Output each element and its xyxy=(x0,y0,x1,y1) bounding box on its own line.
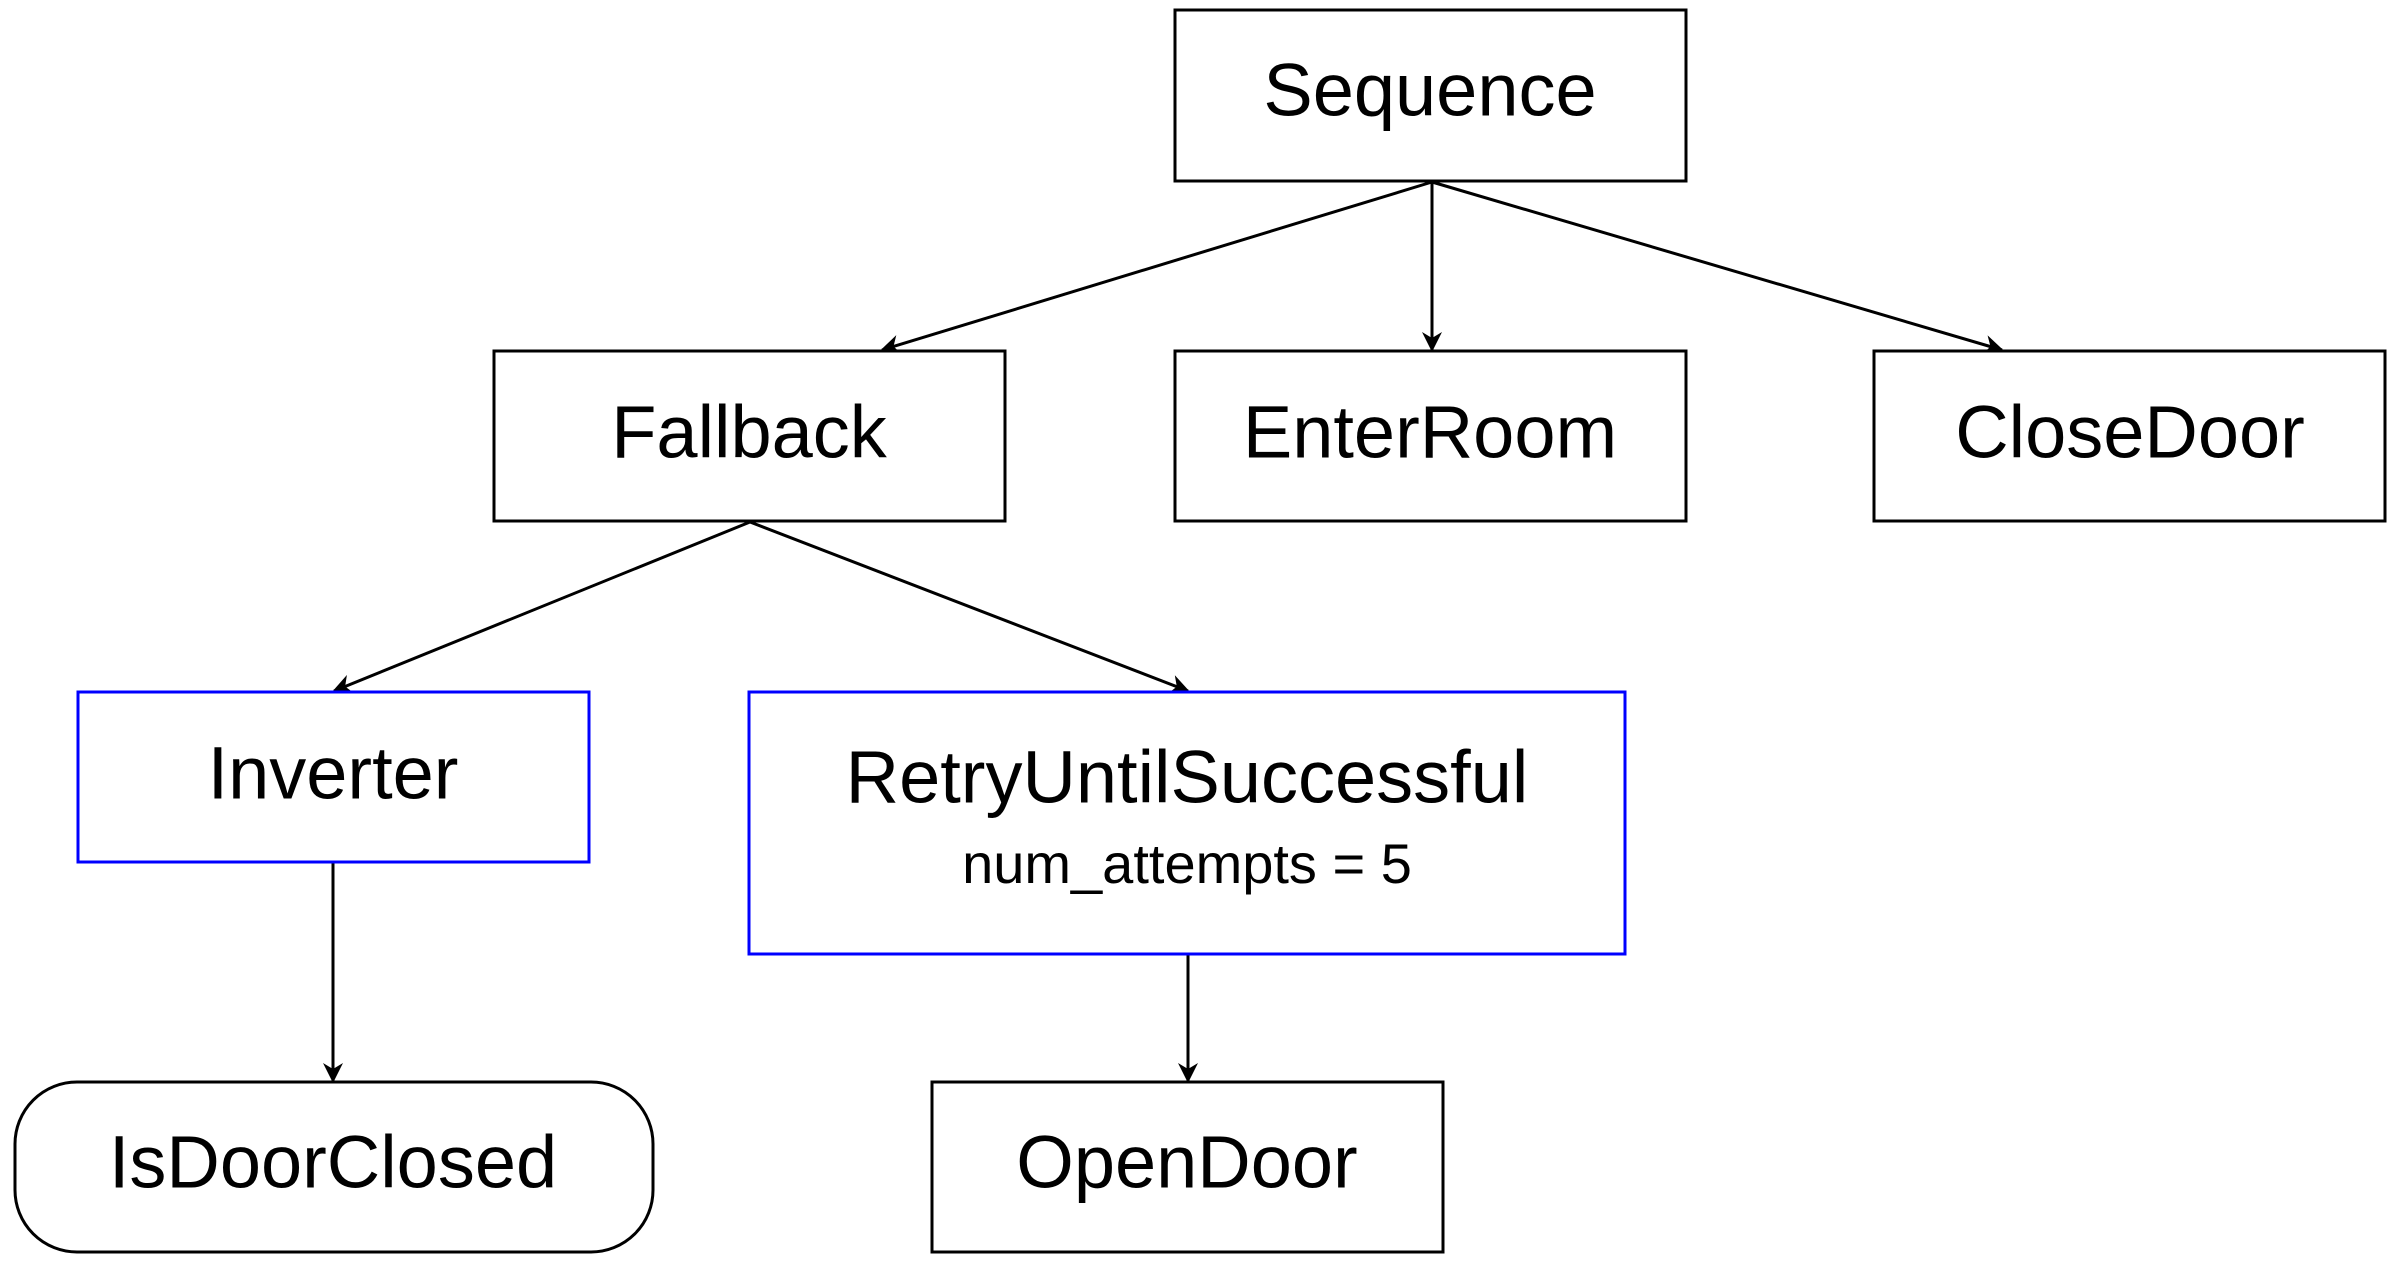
node-sequence[interactable]: Sequence xyxy=(1173,8,1688,183)
isdoorclosed-label: IsDoorClosed xyxy=(109,1121,557,1204)
closedoor-label: CloseDoor xyxy=(1955,391,2305,474)
sequence-box xyxy=(1173,8,1688,183)
edge-sequence-closedoor xyxy=(1431,180,2004,355)
fallback-box xyxy=(492,349,1007,523)
fallback-label: Fallback xyxy=(611,391,888,474)
node-closedoor[interactable]: CloseDoor xyxy=(1872,349,2387,523)
retry-sublabel: num_attempts = 5 xyxy=(962,832,1412,895)
closedoor-box xyxy=(1872,349,2387,523)
edge-fallback-inverter xyxy=(332,520,751,694)
node-retry[interactable]: RetryUntilSuccessful num_attempts = 5 xyxy=(747,690,1627,956)
node-enterroom[interactable]: EnterRoom xyxy=(1173,349,1688,523)
opendoor-box xyxy=(930,1080,1445,1254)
sequence-label: Sequence xyxy=(1263,49,1596,132)
retry-label: RetryUntilSuccessful xyxy=(846,736,1529,819)
edges xyxy=(323,180,2004,1083)
inverter-label: Inverter xyxy=(208,732,459,815)
retry-box xyxy=(747,690,1627,956)
enterroom-label: EnterRoom xyxy=(1243,391,1617,474)
node-fallback[interactable]: Fallback xyxy=(492,349,1007,523)
node-inverter[interactable]: Inverter xyxy=(76,690,591,864)
isdoorclosed-box xyxy=(13,1080,655,1254)
edge-sequence-fallback xyxy=(880,180,1433,355)
enterroom-box xyxy=(1173,349,1688,523)
inverter-box xyxy=(76,690,591,864)
node-isdoorclosed[interactable]: IsDoorClosed xyxy=(13,1080,655,1254)
node-opendoor[interactable]: OpenDoor xyxy=(930,1080,1445,1254)
edge-fallback-retry xyxy=(749,520,1190,694)
opendoor-label: OpenDoor xyxy=(1016,1121,1357,1204)
